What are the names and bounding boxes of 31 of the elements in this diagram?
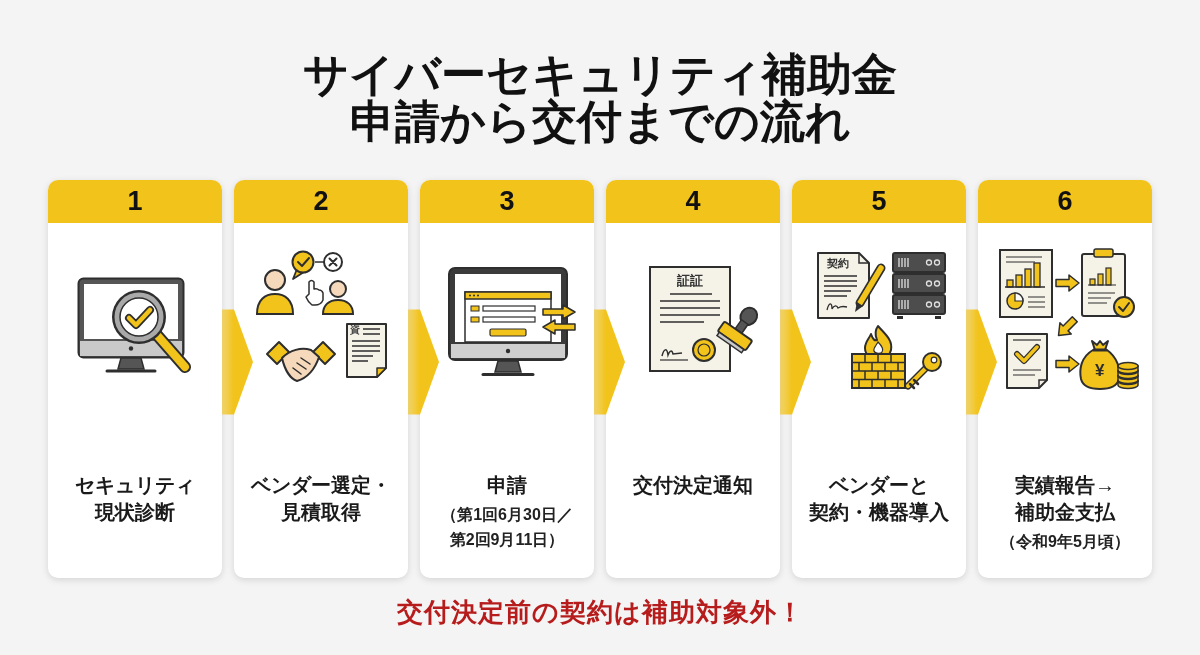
- chevron-arrow: [222, 309, 253, 415]
- document-heading: 資: [350, 325, 360, 335]
- step-title: ベンダーと契約・機器導入: [808, 473, 950, 525]
- step-note: （第1回6月30日／第2回9月11日）: [440, 505, 574, 550]
- step-number-header: 3: [420, 180, 594, 223]
- step-title: 申請: [486, 473, 528, 498]
- step-card: [48, 180, 222, 578]
- step-number-header: 2: [234, 180, 408, 223]
- diagram-title: サイバーセキュリティ補助金申請から交付までの流れ: [302, 51, 898, 145]
- chevron-arrow: [966, 309, 997, 415]
- chevron-arrow: [408, 309, 439, 415]
- step-number-header: 4: [606, 180, 780, 223]
- yen-sign: ¥: [1095, 362, 1105, 379]
- chevron-arrow: [780, 309, 811, 415]
- step-card: [234, 180, 408, 578]
- document-heading: 契約: [827, 258, 849, 269]
- step-title: 交付決定通知: [632, 473, 754, 498]
- step-card: [606, 180, 780, 578]
- step-number-header: 6: [978, 180, 1152, 223]
- warning-note: 交付決定前の契約は補助対象外！: [396, 597, 804, 627]
- step-card: [792, 180, 966, 578]
- step-number-header: 1: [48, 180, 222, 223]
- step-title: セキュリティ現状診断: [74, 473, 196, 525]
- step-number-header: 5: [792, 180, 966, 223]
- step-title: 実績報告→補助金支払: [1013, 473, 1117, 525]
- step-note: （令和9年5月頃）: [999, 532, 1131, 552]
- step-title: ベンダー選定・見積取得: [250, 473, 392, 525]
- document-heading: 証証: [677, 274, 703, 287]
- step-card: [420, 180, 594, 578]
- step-card: [978, 180, 1152, 578]
- chevron-arrow: [594, 309, 625, 415]
